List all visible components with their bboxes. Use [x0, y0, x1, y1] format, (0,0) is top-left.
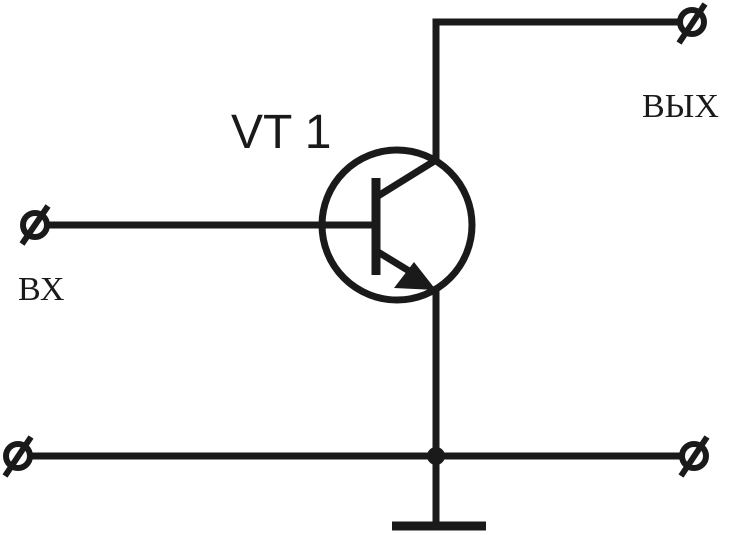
transistor-collector-lead: [376, 157, 438, 199]
output-label: ВЫХ: [642, 88, 719, 125]
output-terminal: [676, 2, 708, 45]
common-left-terminal: [2, 435, 34, 478]
input-label: ВХ: [18, 271, 64, 308]
transistor-label: VT 1: [231, 106, 332, 159]
collector-wire: [432, 18, 680, 160]
emitter-arrow-icon: [394, 262, 436, 290]
common-right-terminal: [678, 435, 710, 478]
transistor-body-circle: [318, 146, 476, 304]
input-terminal: [19, 204, 51, 246]
junction-dot: [427, 447, 445, 465]
